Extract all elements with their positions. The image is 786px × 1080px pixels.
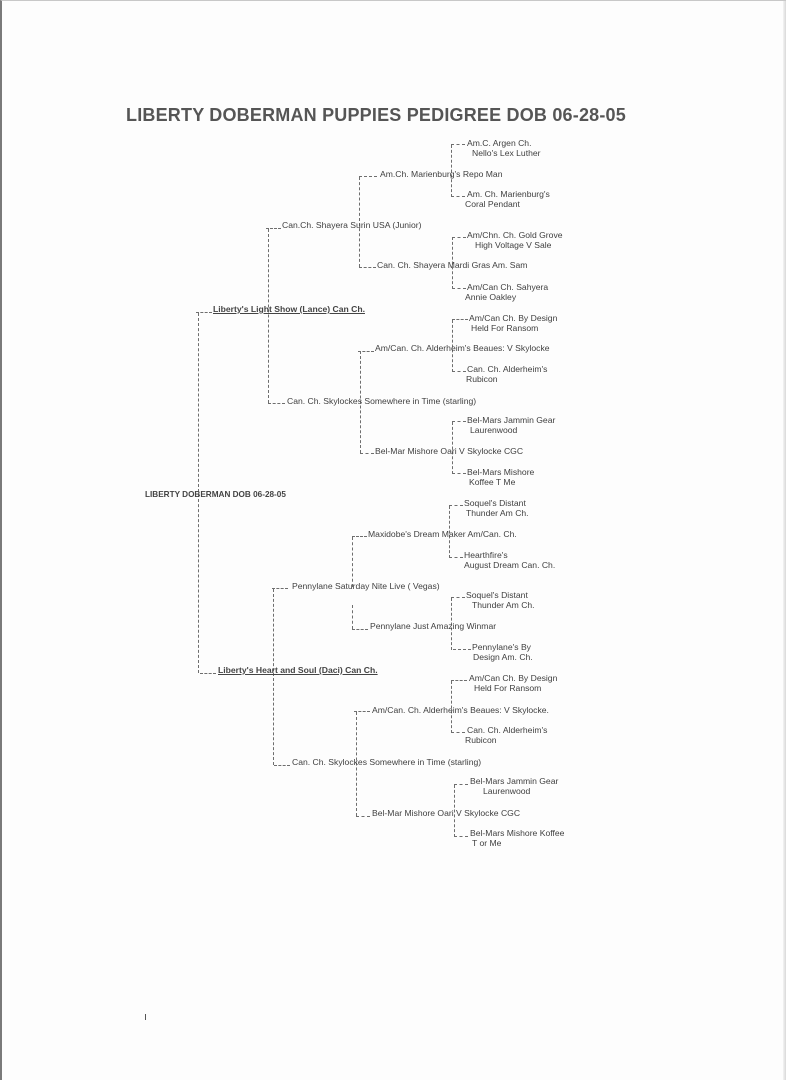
maternal-grandsire: Pennylane Saturday Nite Live ( Vegas) xyxy=(292,581,440,591)
gen5-name-cont: T or Me xyxy=(472,838,502,848)
connector-litter-parents xyxy=(198,313,199,673)
connector-g4-7a xyxy=(451,680,467,681)
litter-label: LIBERTY DOBERMAN DOB 06-28-05 xyxy=(145,490,286,499)
gen5-name: Am. Ch. Marienburg's xyxy=(467,189,550,199)
connector-g3-1a xyxy=(359,176,377,177)
gen5-name-cont: Thunder Am Ch. xyxy=(472,600,535,610)
paternal-grandsire: Can.Ch. Shayera Surin USA (Junior) xyxy=(282,220,422,230)
gen5-name-cont: Koffee T Me xyxy=(469,477,516,487)
connector-g4-6b xyxy=(453,649,471,650)
connector-g3-4a xyxy=(354,711,370,712)
connector-g4-3 xyxy=(452,320,453,372)
gen4-name: Am/Can. Ch. Alderheim's Beaues: V Skyloc… xyxy=(375,343,550,353)
connector-g3-3 xyxy=(352,537,353,587)
paternal-granddam: Can. Ch. Skylockes Somewhere in Time (st… xyxy=(287,396,477,406)
sire-name: Liberty's Light Show (Lance) Can Ch. xyxy=(213,304,365,314)
gen5-name-cont: Design Am. Ch. xyxy=(473,652,533,662)
maternal-granddam: Can. Ch. Skylockes Somewhere in Time (st… xyxy=(292,757,482,767)
connector-g4-1b xyxy=(451,196,465,197)
connector-g3-2a xyxy=(358,351,374,352)
gen5-name: Can. Ch. Alderheim's xyxy=(467,364,548,374)
connector-g4-5 xyxy=(449,506,450,558)
connector-g4-5b xyxy=(449,557,463,558)
scan-speck xyxy=(145,1014,146,1020)
connector-sire-sire xyxy=(266,228,281,229)
connector-dam xyxy=(200,673,216,674)
gen5-name-cont: Held For Ransom xyxy=(474,683,542,693)
connector-g3-3a xyxy=(352,536,367,537)
gen5-name: Hearthfire's xyxy=(464,550,508,560)
connector-g4-8b xyxy=(454,836,468,837)
gen5-name-cont: High Voltage V Sale xyxy=(475,240,552,250)
gen5-name: Am.C. Argen Ch. xyxy=(467,138,532,148)
connector-g3-1 xyxy=(359,177,360,267)
connector-g4-6 xyxy=(451,598,452,650)
gen4-name: Maxidobe's Dream Maker Am/Can. Ch. xyxy=(368,529,517,539)
gen4-name: Bel-Mar Mishore Oari V Skylocke CGC xyxy=(375,446,524,456)
connector-g3-2 xyxy=(360,351,361,453)
gen5-name-cont: Annie Oakley xyxy=(465,292,517,302)
gen5-name-cont: Rubicon xyxy=(465,735,497,745)
connector-g3-3b xyxy=(352,629,368,630)
gen5-name: Soquel's Distant xyxy=(466,590,528,600)
gen5-name: Bel-Mars Jammin Gear xyxy=(470,776,559,786)
gen5-name: Bel-Mars Mishore Koffee xyxy=(470,828,565,838)
gen5-name: Am/Can Ch. By Design xyxy=(469,673,558,683)
gen5-name-cont: Laurenwood xyxy=(470,425,518,435)
gen5-name-cont: Coral Pendant xyxy=(465,199,520,209)
connector-g4-3b xyxy=(452,371,466,372)
gen5-name: Bel-Mars Mishore xyxy=(467,467,535,477)
connector-g4-2 xyxy=(452,237,453,289)
gen4-name: Am/Can. Ch. Alderheim's Beaues: V Skyloc… xyxy=(372,705,549,715)
connector-dam-dam xyxy=(274,765,290,766)
gen5-name: Can. Ch. Alderheim's xyxy=(467,725,548,735)
connector-g4-4 xyxy=(452,422,453,474)
connector-g4-1a xyxy=(451,144,465,145)
connector-g4-8a xyxy=(454,784,468,785)
gen5-name-cont: Rubicon xyxy=(466,374,498,384)
gen5-name-cont: August Dream Can. Ch. xyxy=(464,560,556,570)
gen4-name: Bel-Mar Mishore Oari V Skylocke CGC xyxy=(372,808,521,818)
connector-g4-7 xyxy=(451,681,452,733)
gen5-name-cont: Laurenwood xyxy=(483,786,531,796)
connector-dam-sire xyxy=(272,588,288,589)
connector-g4-3a xyxy=(452,319,468,320)
connector-g4-4a xyxy=(452,421,466,422)
connector-g4-6a xyxy=(451,597,465,598)
paper-edge xyxy=(783,1,786,1080)
connector-g3-4b xyxy=(356,816,370,817)
connector-g3-3c xyxy=(352,605,353,629)
gen5-name-cont: Nello's Lex Luther xyxy=(472,148,541,158)
gen4-name: Pennylane Just Amazing Winmar xyxy=(370,621,497,631)
gen5-name-cont: Thunder Am Ch. xyxy=(466,508,529,518)
gen5-name: Am/Can Ch. By Design xyxy=(469,313,558,323)
gen5-name: Bel-Mars Jammin Gear xyxy=(467,415,556,425)
gen5-name: Am/Can Ch. Sahyera xyxy=(467,282,549,292)
connector-g4-2a xyxy=(452,237,466,238)
gen5-name-cont: Held For Ransom xyxy=(471,323,539,333)
connector-g4-1 xyxy=(451,145,452,197)
connector-g3-4 xyxy=(356,712,357,816)
connector-dam-parents xyxy=(273,589,274,765)
connector-g3-1b xyxy=(359,267,376,268)
page-title: LIBERTY DOBERMAN PUPPIES PEDIGREE DOB 06… xyxy=(126,105,626,125)
connector-sire-parents xyxy=(268,229,269,403)
connector-g4-8 xyxy=(454,785,455,837)
connector-g4-2b xyxy=(452,288,466,289)
gen5-name: Soquel's Distant xyxy=(464,498,526,508)
connector-g3-2b xyxy=(360,453,374,454)
connector-g4-7b xyxy=(451,732,465,733)
connector-g4-4b xyxy=(452,473,466,474)
gen5-name: Pennylane's By xyxy=(472,642,531,652)
connector-g4-5a xyxy=(449,505,463,506)
connector-sire-dam xyxy=(268,403,285,404)
connector-sire xyxy=(196,312,212,313)
dam-name: Liberty's Heart and Soul (Daci) Can Ch. xyxy=(218,665,378,675)
gen4-name: Can. Ch. Shayera Mardi Gras Am. Sam xyxy=(377,260,528,270)
gen4-name: Am.Ch. Marienburg's Repo Man xyxy=(380,169,503,179)
gen5-name: Am/Chn. Ch. Gold Grove xyxy=(467,230,563,240)
